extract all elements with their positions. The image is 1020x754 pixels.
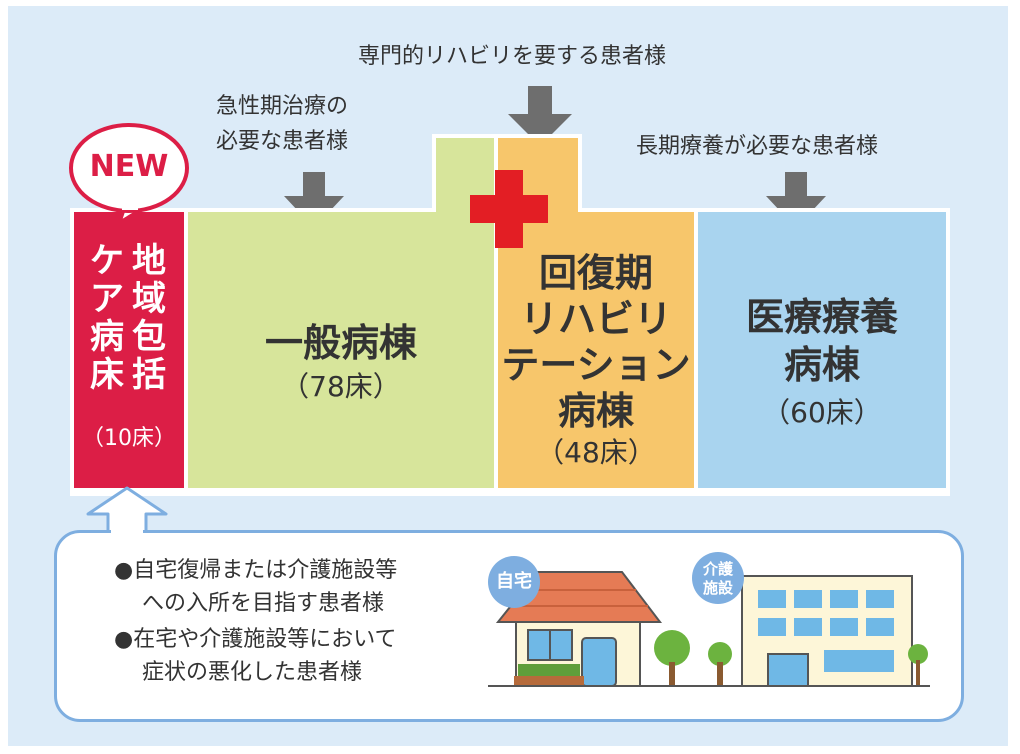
bullet2-line2: 症状の悪化した患者様 (142, 660, 363, 685)
up-arrow-joint (111, 528, 143, 536)
rehabilitation-ward-name-line2: リハビリ (519, 297, 672, 341)
new-badge-label: NEW (89, 149, 169, 184)
rehab-patients-label: 専門的リハビリを要する患者様 (358, 44, 667, 69)
bullet2-line1: ●在宅や介護施設等において (114, 627, 397, 652)
acute-patients-label-line2: 必要な患者様 (216, 129, 349, 154)
rehabilitation-ward-name-line1: 回復期 (538, 251, 653, 295)
medical-care-ward: 医療療養 病棟 （60床） (698, 212, 946, 488)
care-facility-tag-line2: 施設 (702, 579, 733, 597)
community-care-ward-beds: （10床） (82, 426, 176, 451)
community-care-ward: ケア病床 地域包括 （10床） (74, 212, 184, 488)
general-ward-beds: （78床） (281, 370, 401, 403)
acute-patients-label-line1: 急性期治療の (216, 94, 349, 119)
general-ward-name: 一般病棟 (264, 321, 417, 365)
diagram-canvas: 専門的リハビリを要する患者様 急性期治療の 必要な患者様 長期療養が必要な患者様… (8, 6, 1008, 746)
medical-care-ward-name-line1: 医療療養 (745, 295, 898, 339)
care-facility-tag: 介護 施設 (692, 552, 744, 604)
home-tag-label: 自宅 (496, 571, 532, 592)
home-tag: 自宅 (488, 556, 540, 608)
rehabilitation-ward: 回復期 リハビリ テーション 病棟 （48床） (498, 212, 694, 488)
community-care-ward-name-col1: ケア病床 (90, 241, 124, 395)
community-care-ward-name-col2: 地域包括 (132, 241, 166, 395)
house-illustration (488, 546, 698, 696)
red-cross-icon (470, 170, 548, 248)
medical-care-ward-beds: （60床） (762, 396, 882, 429)
medical-care-ward-name-line2: 病棟 (783, 343, 860, 387)
rehabilitation-ward-name-line3: テーション (501, 343, 691, 387)
longterm-patients-label: 長期療養が必要な患者様 (636, 134, 879, 159)
bullet1-line1: ●自宅復帰または介護施設等 (114, 558, 398, 583)
rehabilitation-ward-beds: （48床） (536, 436, 656, 469)
new-badge: NEW (66, 118, 192, 228)
bullet1-line2: への入所を目指す患者様 (142, 591, 385, 616)
care-facility-tag-line1: 介護 (702, 560, 733, 578)
care-facility-illustration (698, 554, 930, 696)
general-ward: 一般病棟 （78床） (188, 212, 494, 488)
rehabilitation-ward-name-line4: 病棟 (557, 389, 634, 433)
